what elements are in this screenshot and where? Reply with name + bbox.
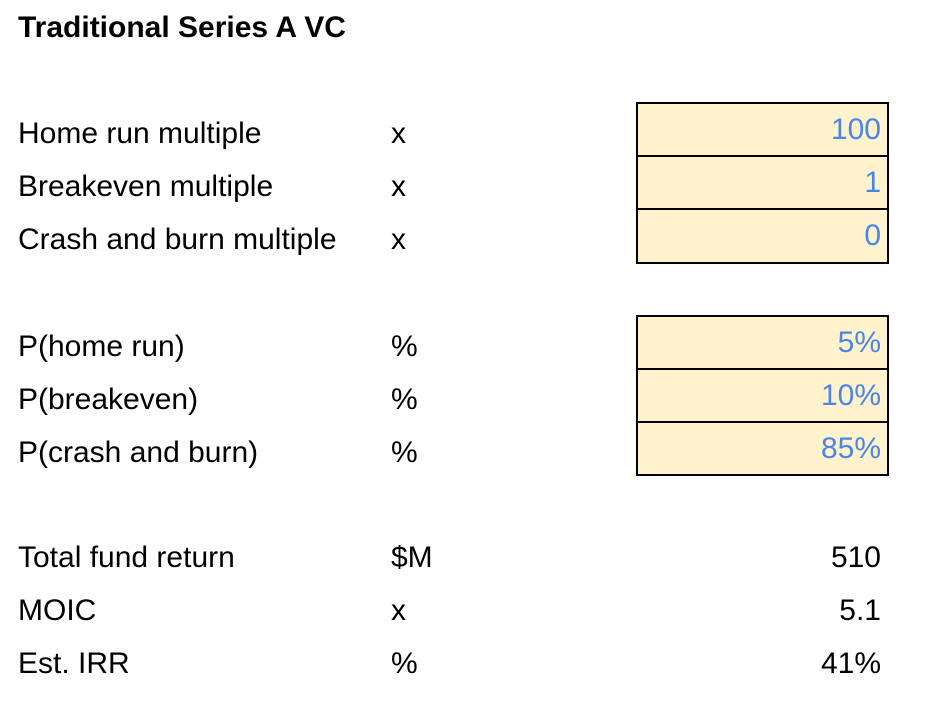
home-run-multiple-unit: x	[391, 117, 406, 150]
row-breakeven-multiple: Breakeven multiple x	[0, 160, 928, 213]
breakeven-multiple-input[interactable]: 1	[638, 157, 887, 210]
breakeven-multiple-unit: x	[391, 170, 406, 203]
est-irr-unit: %	[391, 647, 418, 680]
est-irr-label: Est. IRR	[18, 647, 130, 680]
row-est-irr: Est. IRR % 41%	[0, 637, 928, 690]
p-home-run-input[interactable]: 5%	[638, 317, 887, 370]
row-p-breakeven: P(breakeven) %	[0, 373, 928, 426]
crash-and-burn-multiple-unit: x	[391, 223, 406, 256]
p-crash-and-burn-unit: %	[391, 436, 418, 469]
row-home-run-multiple: Home run multiple x	[0, 107, 928, 160]
probabilities-input-group: 5% 10% 85%	[636, 315, 889, 476]
total-fund-return-value: 510	[830, 541, 881, 574]
row-crash-and-burn-multiple: Crash and burn multiple x	[0, 213, 928, 266]
est-irr-value: 41%	[820, 647, 881, 680]
moic-value: 5.1	[839, 594, 881, 627]
p-crash-and-burn-input[interactable]: 85%	[820, 432, 881, 465]
p-breakeven-label: P(breakeven)	[18, 383, 199, 416]
p-breakeven-unit: %	[391, 383, 418, 416]
moic-label: MOIC	[18, 594, 97, 627]
crash-and-burn-multiple-input[interactable]: 0	[864, 219, 881, 252]
row-moic: MOIC x 5.1	[0, 584, 928, 637]
p-crash-and-burn-label: P(crash and burn)	[18, 436, 259, 469]
sheet-title: Traditional Series A VC	[18, 11, 346, 44]
breakeven-multiple-label: Breakeven multiple	[18, 170, 274, 203]
p-home-run-unit: %	[391, 330, 418, 363]
row-p-crash-and-burn: P(crash and burn) %	[0, 426, 928, 479]
p-breakeven-input[interactable]: 10%	[638, 370, 887, 423]
total-fund-return-unit: $M	[391, 541, 433, 574]
moic-unit: x	[391, 594, 406, 627]
home-run-multiple-label: Home run multiple	[18, 117, 262, 150]
total-fund-return-label: Total fund return	[18, 541, 235, 574]
row-p-home-run: P(home run) %	[0, 320, 928, 373]
row-total-fund-return: Total fund return $M 510	[0, 531, 928, 584]
home-run-multiple-input[interactable]: 100	[638, 104, 887, 157]
multiples-input-group: 100 1 0	[636, 102, 889, 264]
p-home-run-label: P(home run)	[18, 330, 185, 363]
crash-and-burn-multiple-label: Crash and burn multiple	[18, 223, 337, 256]
